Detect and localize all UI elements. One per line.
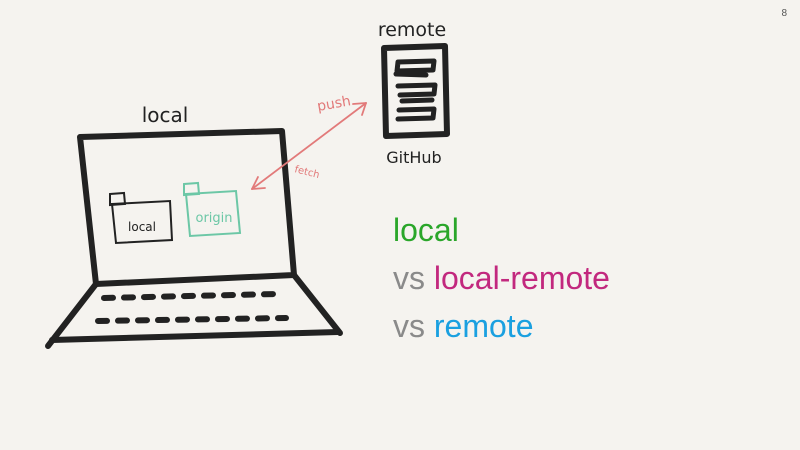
legend: local vs local-remote vs remote [393,206,610,350]
vs-text: vs [393,260,425,296]
legend-line-local-remote: vs local-remote [393,254,610,302]
legend-line-remote: vs remote [393,302,610,350]
legend-line-local: local [393,206,610,254]
fetch-label: fetch [293,164,320,181]
push-label: push [316,93,352,115]
laptop-icon [45,128,343,349]
github-label: GitHub [386,148,441,167]
remote-server-icon [381,43,450,139]
local-laptop-label: local [142,103,189,127]
local-term: local [393,212,459,248]
vs-text: vs [393,308,425,344]
push-fetch-arrow-icon [251,102,367,190]
local-remote-term: local-remote [433,260,610,296]
origin-branch-label: origin [195,211,232,226]
local-branch-label: local [128,220,156,234]
origin-folder-icon [183,181,242,238]
remote-term: remote [433,308,534,344]
local-branch-folder-icon [109,191,174,245]
page-number: 8 [781,8,787,19]
remote-label: remote [378,19,446,41]
